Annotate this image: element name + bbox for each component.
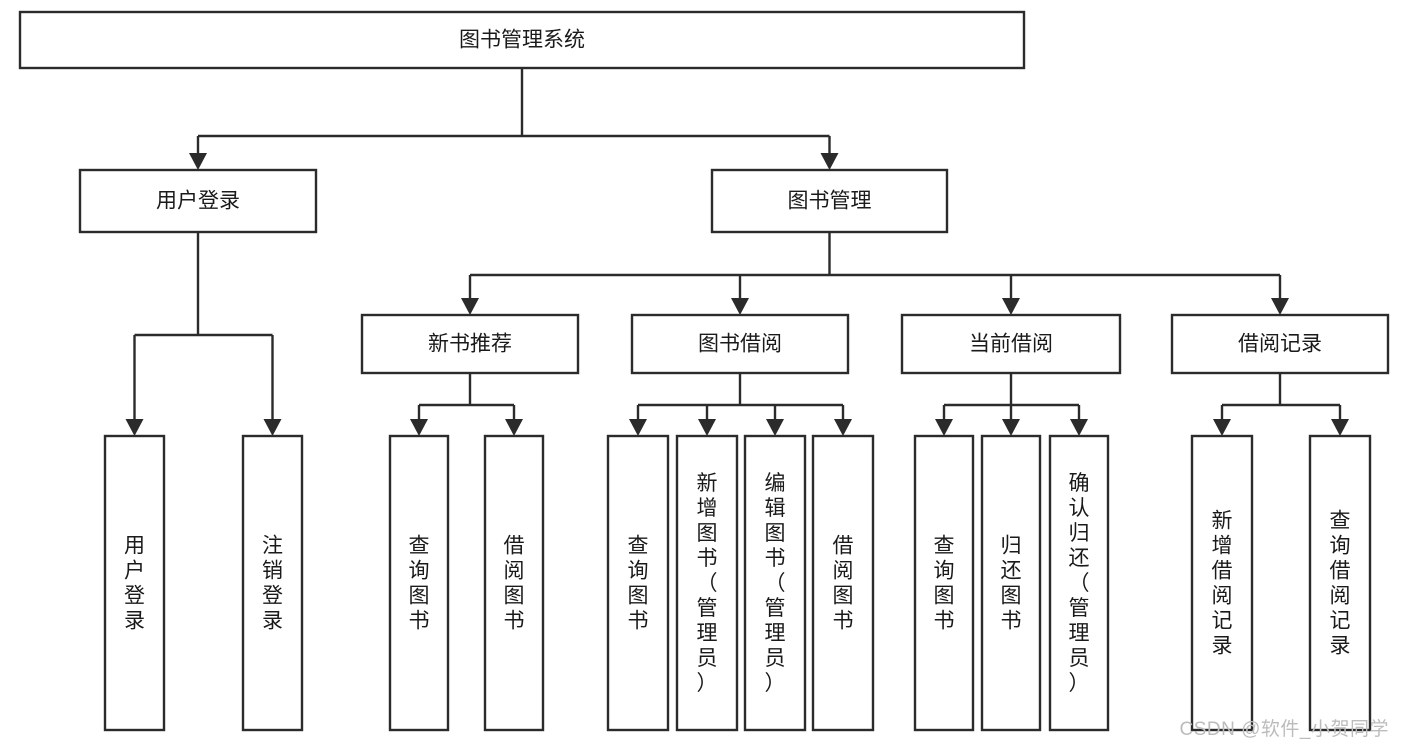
node-root[interactable]: 图书管理系统 [18, 10, 1026, 70]
edge-group-book-management [461, 232, 1289, 315]
edge-arrowhead-leaf-query-book-current [935, 419, 953, 436]
node-label-leaf-query-book-borrow: 查询图书 [628, 535, 649, 633]
node-box-leaf-query-book-rec [388, 434, 450, 732]
node-user-login[interactable]: 用户登录 [78, 168, 318, 234]
node-leaf-query-book-rec[interactable]: 查询图书 [388, 434, 450, 732]
edge-arrowhead-book-management [820, 153, 839, 170]
node-label-borrow-record: 借阅记录 [1238, 333, 1322, 356]
node-box-leaf-user-login [103, 434, 166, 732]
edge-arrowhead-leaf-add-borrow-record [1213, 419, 1231, 436]
node-leaf-add-borrow-record[interactable]: 新增借阅记录 [1190, 434, 1254, 732]
edge-arrowhead-leaf-query-book-rec [410, 419, 428, 436]
edge-group-root [189, 68, 839, 170]
edge-arrowhead-book-borrow [731, 298, 749, 315]
node-box-current-borrow [900, 313, 1122, 375]
edge-arrowhead-leaf-add-book-admin [698, 419, 716, 436]
edge-arrowhead-leaf-query-borrow-record [1331, 419, 1349, 436]
node-borrow-record[interactable]: 借阅记录 [1170, 313, 1390, 375]
edge-arrowhead-leaf-return-book [1002, 419, 1020, 436]
edge-group-user-login [125, 232, 282, 436]
node-leaf-return-book[interactable]: 归还图书 [980, 434, 1042, 732]
edge-arrowhead-leaf-user-login [125, 419, 144, 436]
node-label-current-borrow: 当前借阅 [969, 333, 1053, 356]
node-label-leaf-add-borrow-record: 新增借阅记录 [1212, 510, 1233, 658]
node-label-root: 图书管理系统 [459, 29, 585, 52]
node-box-leaf-return-book [980, 434, 1042, 732]
node-label-user-login: 用户登录 [156, 190, 240, 213]
edge-arrowhead-current-borrow [1002, 298, 1020, 315]
edge-arrowhead-leaf-edit-book-admin [766, 419, 784, 436]
node-box-leaf-confirm-return-admin [1048, 434, 1110, 732]
node-book-borrow[interactable]: 图书借阅 [630, 313, 850, 375]
node-box-leaf-borrow-book-rec [483, 434, 545, 732]
node-leaf-query-book-borrow[interactable]: 查询图书 [606, 434, 670, 732]
node-label-book-management: 图书管理 [788, 190, 872, 213]
node-box-leaf-add-borrow-record [1190, 434, 1254, 732]
node-leaf-query-book-current[interactable]: 查询图书 [913, 434, 975, 732]
edge-group-new-book-recommend [410, 373, 523, 436]
connector-layer [125, 68, 1349, 436]
node-box-leaf-borrow-book [811, 434, 875, 732]
node-box-book-management [710, 168, 949, 234]
edge-arrowhead-leaf-borrow-book-rec [505, 419, 523, 436]
node-label-book-borrow: 图书借阅 [698, 333, 782, 356]
node-label-new-book-recommend: 新书推荐 [428, 333, 512, 356]
node-label-leaf-borrow-book-rec: 借阅图书 [504, 535, 525, 633]
edge-arrowhead-borrow-record [1271, 298, 1289, 315]
node-box-leaf-user-logout [241, 434, 304, 732]
node-leaf-borrow-book[interactable]: 借阅图书 [811, 434, 875, 732]
node-label-leaf-confirm-return-admin: 确认归还（管理员） [1069, 472, 1090, 695]
node-label-leaf-user-logout: 注销登录 [262, 535, 283, 633]
node-leaf-borrow-book-rec[interactable]: 借阅图书 [483, 434, 545, 732]
node-leaf-user-logout[interactable]: 注销登录 [241, 434, 304, 732]
node-leaf-add-book-admin[interactable]: 新增图书（管理员） [675, 434, 739, 732]
node-box-new-book-recommend [360, 313, 580, 375]
edge-arrowhead-leaf-borrow-book [834, 419, 852, 436]
node-leaf-user-login[interactable]: 用户登录 [103, 434, 166, 732]
node-box-book-borrow [630, 313, 850, 375]
edge-group-current-borrow [935, 373, 1088, 436]
edge-group-borrow-record [1213, 373, 1349, 436]
node-leaf-edit-book-admin[interactable]: 编辑图书（管理员） [743, 434, 807, 732]
edge-arrowhead-user-login [189, 153, 207, 170]
node-box-root [18, 10, 1026, 70]
node-label-leaf-add-book-admin: 新增图书（管理员） [697, 472, 718, 695]
node-box-leaf-edit-book-admin [743, 434, 807, 732]
node-label-leaf-query-book-current: 查询图书 [934, 535, 955, 633]
node-new-book-recommend[interactable]: 新书推荐 [360, 313, 580, 375]
edge-arrowhead-new-book-recommend [461, 298, 479, 315]
node-box-leaf-add-book-admin [675, 434, 739, 732]
node-leaf-confirm-return-admin[interactable]: 确认归还（管理员） [1048, 434, 1110, 732]
node-box-borrow-record [1170, 313, 1390, 375]
node-box-user-login [78, 168, 318, 234]
node-label-leaf-return-book: 归还图书 [1001, 535, 1022, 633]
node-box-leaf-query-book-borrow [606, 434, 670, 732]
node-book-management[interactable]: 图书管理 [710, 168, 949, 234]
node-label-leaf-borrow-book: 借阅图书 [833, 535, 854, 633]
node-current-borrow[interactable]: 当前借阅 [900, 313, 1122, 375]
node-label-leaf-edit-book-admin: 编辑图书（管理员） [765, 472, 786, 695]
node-box-leaf-query-borrow-record [1308, 434, 1372, 732]
edge-arrowhead-leaf-query-book-borrow [629, 419, 647, 436]
node-label-leaf-query-borrow-record: 查询借阅记录 [1330, 510, 1351, 658]
node-label-leaf-query-book-rec: 查询图书 [409, 535, 430, 633]
edge-arrowhead-leaf-confirm-return-admin [1070, 419, 1088, 436]
edge-group-book-borrow [629, 373, 852, 436]
node-label-leaf-user-login: 用户登录 [124, 535, 145, 633]
edge-arrowhead-leaf-user-logout [263, 419, 282, 436]
node-layer: 图书管理系统用户登录图书管理新书推荐图书借阅当前借阅借阅记录用户登录注销登录查询… [18, 10, 1390, 732]
node-leaf-query-borrow-record[interactable]: 查询借阅记录 [1308, 434, 1372, 732]
node-box-leaf-query-book-current [913, 434, 975, 732]
